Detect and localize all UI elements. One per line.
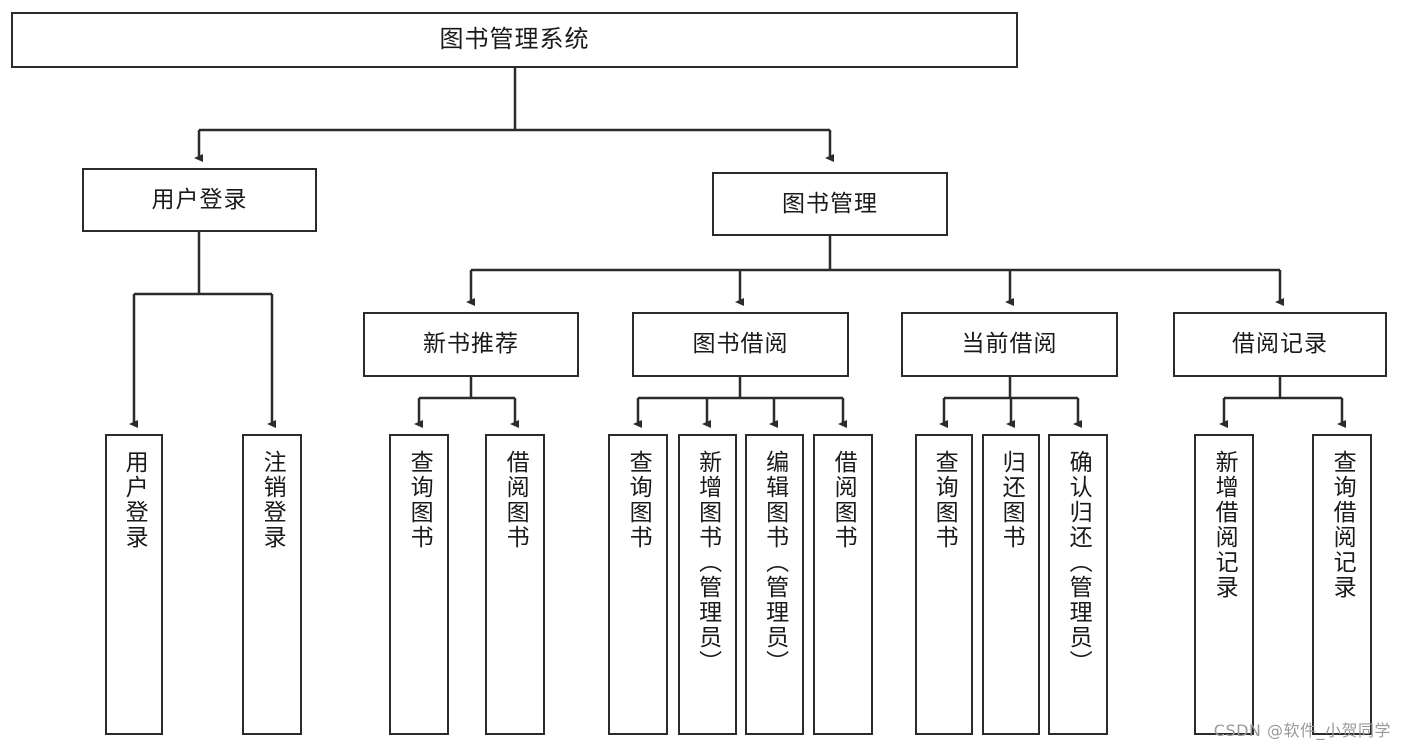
leaf-logout[interactable]: 注销登录 bbox=[242, 434, 302, 735]
leaf-query-book-current[interactable]: 查询图书 bbox=[915, 434, 973, 735]
leaf-query-book-recommend-label: 查询图书 bbox=[406, 450, 433, 550]
node-root[interactable]: 图书管理系统 bbox=[11, 12, 1018, 68]
node-current-borrow-label: 当前借阅 bbox=[961, 331, 1058, 358]
leaf-borrow-book-recommend[interactable]: 借阅图书 bbox=[485, 434, 545, 735]
leaf-logout-label: 注销登录 bbox=[259, 450, 286, 550]
leaf-user-login[interactable]: 用户登录 bbox=[105, 434, 163, 735]
leaf-borrow-book[interactable]: 借阅图书 bbox=[813, 434, 873, 735]
node-user-login-label: 用户登录 bbox=[151, 186, 248, 213]
leaf-confirm-return-admin[interactable]: 确认归还（管理员） bbox=[1048, 434, 1108, 735]
node-user-login[interactable]: 用户登录 bbox=[82, 168, 317, 232]
leaf-add-borrow-record[interactable]: 新增借阅记录 bbox=[1194, 434, 1254, 735]
leaf-query-borrow-record[interactable]: 查询借阅记录 bbox=[1312, 434, 1372, 735]
leaf-return-book-label: 归还图书 bbox=[998, 450, 1025, 550]
node-book-borrow[interactable]: 图书借阅 bbox=[632, 312, 849, 377]
leaf-query-book-borrow-label: 查询图书 bbox=[625, 450, 652, 550]
node-book-management[interactable]: 图书管理 bbox=[712, 172, 948, 236]
node-root-label: 图书管理系统 bbox=[439, 25, 590, 54]
leaf-return-book[interactable]: 归还图书 bbox=[982, 434, 1040, 735]
leaf-add-book-admin-label: 新增图书（管理员） bbox=[694, 450, 721, 675]
leaf-edit-book-admin-label: 编辑图书（管理员） bbox=[761, 450, 788, 675]
leaf-edit-book-admin[interactable]: 编辑图书（管理员） bbox=[745, 434, 804, 735]
node-new-book-recommend[interactable]: 新书推荐 bbox=[363, 312, 579, 377]
node-new-book-recommend-label: 新书推荐 bbox=[423, 331, 519, 358]
node-current-borrow[interactable]: 当前借阅 bbox=[901, 312, 1118, 377]
leaf-borrow-book-label: 借阅图书 bbox=[830, 450, 857, 550]
leaf-borrow-book-recommend-label: 借阅图书 bbox=[502, 450, 529, 550]
node-borrow-record-label: 借阅记录 bbox=[1232, 331, 1328, 358]
node-book-borrow-label: 图书借阅 bbox=[692, 331, 789, 358]
leaf-query-borrow-record-label: 查询借阅记录 bbox=[1329, 450, 1356, 600]
leaf-query-book-current-label: 查询图书 bbox=[931, 450, 958, 550]
leaf-query-book-recommend[interactable]: 查询图书 bbox=[389, 434, 449, 735]
leaf-user-login-label: 用户登录 bbox=[121, 450, 148, 550]
leaf-add-borrow-record-label: 新增借阅记录 bbox=[1211, 450, 1238, 600]
leaf-query-book-borrow[interactable]: 查询图书 bbox=[608, 434, 668, 735]
node-borrow-record[interactable]: 借阅记录 bbox=[1173, 312, 1387, 377]
leaf-add-book-admin[interactable]: 新增图书（管理员） bbox=[678, 434, 737, 735]
node-book-management-label: 图书管理 bbox=[782, 190, 878, 217]
leaf-confirm-return-admin-label: 确认归还（管理员） bbox=[1065, 450, 1092, 675]
